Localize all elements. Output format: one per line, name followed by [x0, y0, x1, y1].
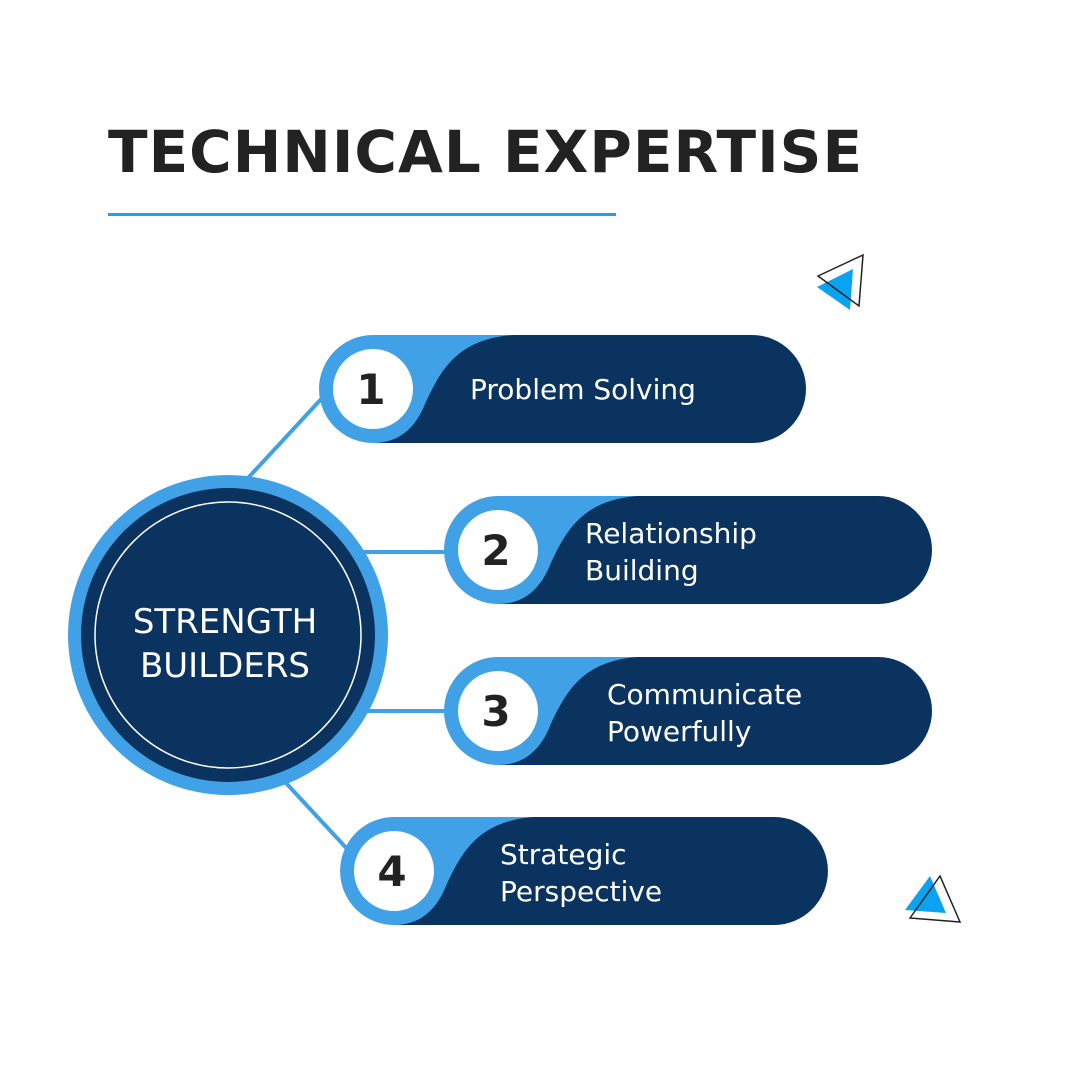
- connector-1: [246, 394, 326, 480]
- connectors: [246, 394, 446, 854]
- center-label-line1: STRENGTH: [133, 602, 317, 642]
- item-label: Communicate: [607, 678, 802, 711]
- triangle-decoration-top: [816, 253, 864, 310]
- item-label: Powerfully: [607, 715, 751, 748]
- center-label-line2: BUILDERS: [140, 646, 310, 686]
- number-badge: [458, 510, 538, 590]
- center-hub: STRENGTH BUILDERS: [68, 475, 388, 795]
- number-badge: [458, 671, 538, 751]
- strength-item-1: 1 Problem Solving: [319, 335, 806, 443]
- connector-4: [284, 781, 352, 854]
- item-number: 2: [481, 526, 510, 575]
- number-badge: [354, 831, 434, 911]
- item-pill: [394, 817, 828, 925]
- item-number: 1: [356, 365, 385, 414]
- item-label: Problem Solving: [470, 373, 696, 406]
- title-underline: [108, 213, 616, 216]
- item-label: Strategic: [500, 838, 627, 871]
- number-badge: [333, 349, 413, 429]
- item-label: Building: [585, 554, 699, 587]
- item-number: 4: [377, 847, 406, 896]
- item-pill: [498, 657, 932, 765]
- page-title: TECHNICAL EXPERTISE: [108, 118, 864, 186]
- item-label: Perspective: [500, 875, 662, 908]
- item-pill: [498, 496, 932, 604]
- item-pill: [373, 335, 806, 443]
- triangle-decoration-bottom: [905, 874, 962, 923]
- item-number: 3: [481, 687, 510, 736]
- item-label: Relationship: [585, 517, 757, 550]
